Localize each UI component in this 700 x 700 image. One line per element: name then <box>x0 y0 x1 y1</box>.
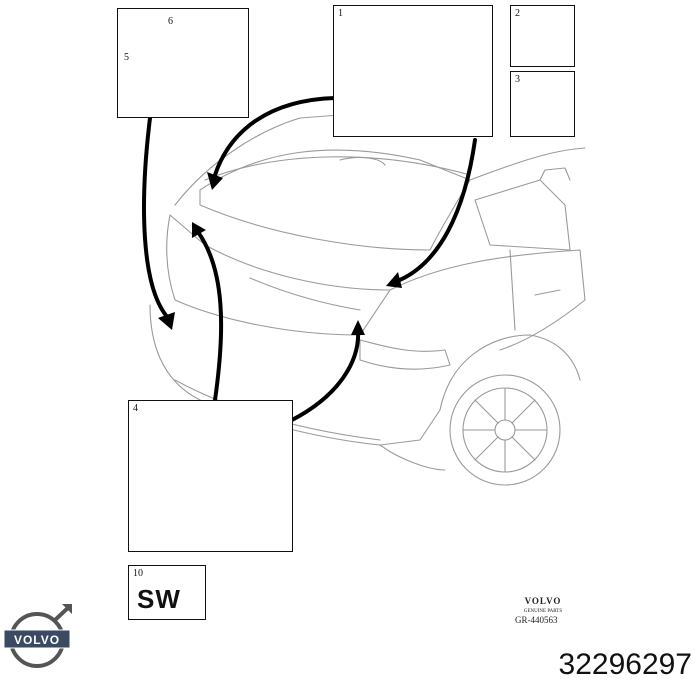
callout-6: 6 <box>168 16 173 27</box>
box-10-number: 10 <box>133 568 143 579</box>
car-body-bottom <box>379 444 446 471</box>
arrow-strut1-to-right-pillar <box>393 138 477 284</box>
arrow-ecu-to-bumper <box>142 116 172 322</box>
callout-box-2: 2 <box>510 5 575 67</box>
callout-box-10: 10 SW <box>128 565 206 620</box>
car-rear-window <box>199 149 471 251</box>
svg-text:GENUINE PARTS: GENUINE PARTS <box>524 609 562 614</box>
svg-text:VOLVO: VOLVO <box>525 596 562 606</box>
box-2-number: 2 <box>515 8 520 19</box>
arrow-strut1-to-left-pillar <box>213 96 337 177</box>
part-number: 32296297 <box>558 648 692 681</box>
callout-box-ecu <box>117 8 249 118</box>
car-door-handle <box>534 289 561 296</box>
gr-code: GR-440563 <box>515 615 558 625</box>
arrow-strut4-to-right <box>290 328 361 422</box>
box-1-number: 1 <box>338 8 343 19</box>
car-wheel-spokes <box>462 387 548 473</box>
car-side-roof <box>469 147 586 181</box>
car-rear-wiper <box>339 156 386 166</box>
callout-box-4: 4 <box>128 400 293 552</box>
box-3-number: 3 <box>515 74 520 85</box>
box-4-number: 4 <box>133 403 138 414</box>
car-door-line <box>509 249 516 331</box>
car-roof-outline <box>174 114 341 206</box>
car-wheel-outer <box>449 374 561 486</box>
car-mirror <box>539 167 571 181</box>
callout-box-3: 3 <box>510 71 575 137</box>
car-spoiler <box>204 156 471 181</box>
volvo-genuine-mark-icon: VOLVO GENUINE PARTS <box>524 596 562 614</box>
car-side-body <box>389 249 586 351</box>
svg-text:VOLVO: VOLVO <box>14 633 60 647</box>
car-wheel-arch <box>439 334 581 411</box>
callout-box-1: 1 <box>333 5 493 137</box>
car-side-window <box>474 179 571 251</box>
sw-label: SW <box>137 584 181 614</box>
car-tailgate <box>166 214 391 336</box>
car-taillight <box>359 339 451 370</box>
car-trim <box>249 277 361 311</box>
arrow-strut4-to-left <box>196 230 224 402</box>
volvo-logo-icon: VOLVO <box>3 604 72 668</box>
callout-5: 5 <box>124 52 129 63</box>
